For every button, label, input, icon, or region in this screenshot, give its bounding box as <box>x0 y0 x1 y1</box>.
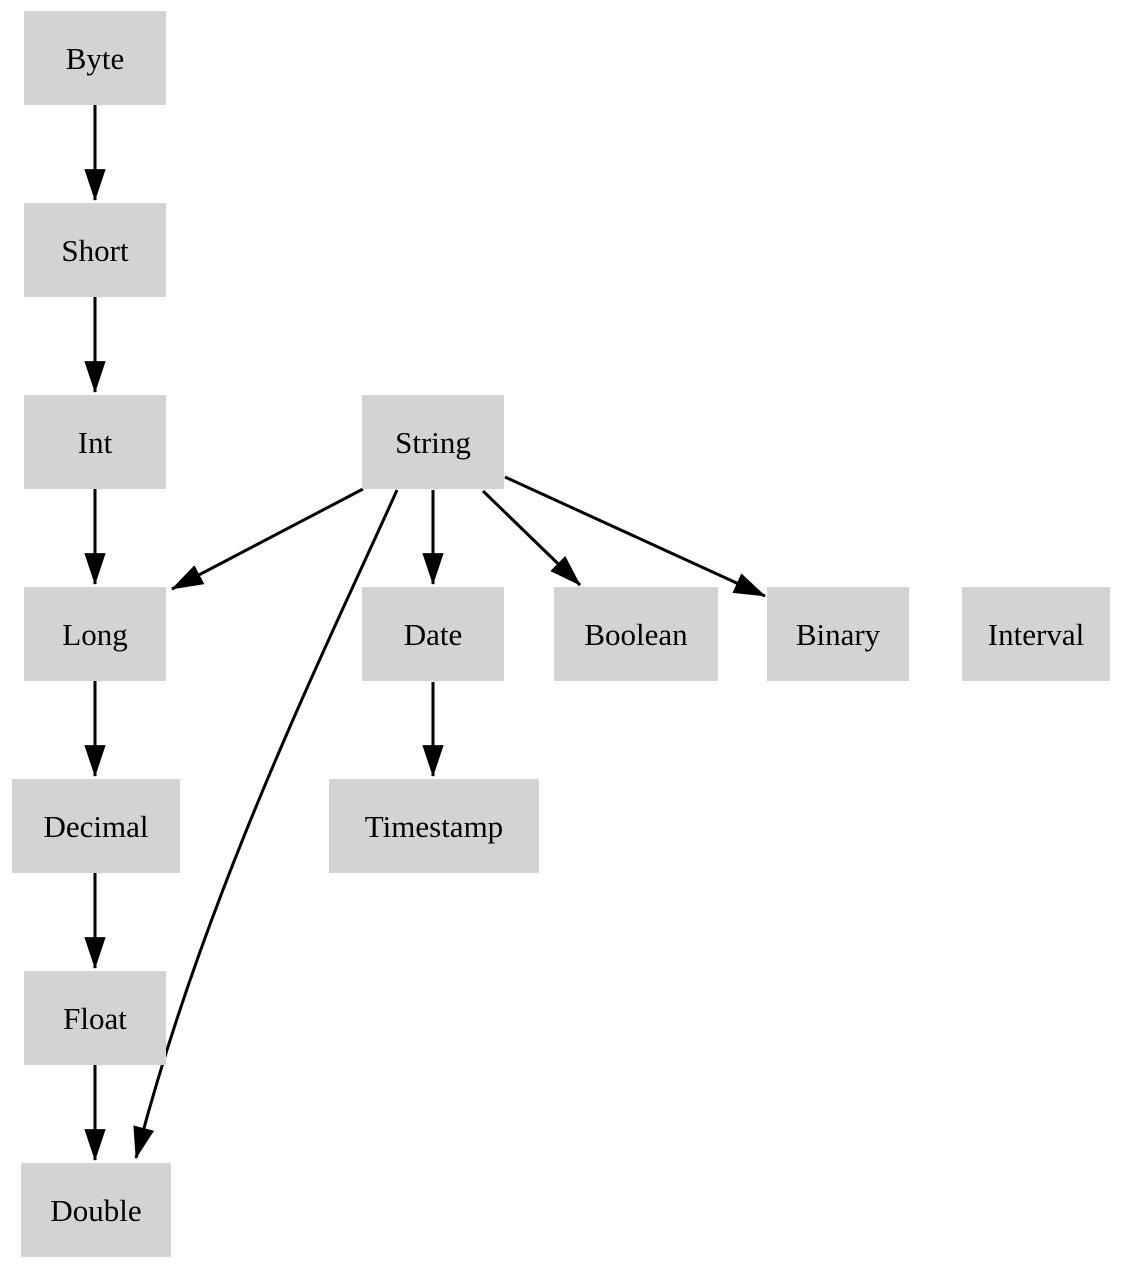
node-binary: Binary <box>767 587 909 681</box>
node-string: String <box>362 395 504 489</box>
node-float: Float <box>24 971 166 1065</box>
node-decimal: Decimal <box>12 779 180 873</box>
node-double: Double <box>21 1163 171 1257</box>
node-boolean-label: Boolean <box>584 616 688 652</box>
node-timestamp: Timestamp <box>329 779 539 873</box>
node-binary-label: Binary <box>795 616 881 652</box>
node-interval-label: Interval <box>987 616 1085 652</box>
node-timestamp-label: Timestamp <box>364 808 504 844</box>
node-short: Short <box>24 203 166 297</box>
node-byte-label: Byte <box>65 40 125 76</box>
edge-string-long <box>171 487 364 591</box>
edge-string-double <box>133 489 399 1160</box>
node-int: Int <box>24 395 166 489</box>
node-double-label: Double <box>50 1192 142 1228</box>
node-decimal-label: Decimal <box>43 808 149 844</box>
node-int-label: Int <box>77 424 113 460</box>
node-byte: Byte <box>24 11 166 105</box>
node-date-label: Date <box>403 616 463 652</box>
node-long-label: Long <box>62 616 128 652</box>
node-date: Date <box>362 587 504 681</box>
node-interval: Interval <box>962 587 1110 681</box>
node-float-label: Float <box>63 1000 127 1036</box>
edge-string-boolean <box>481 489 582 587</box>
node-string-label: String <box>395 424 471 460</box>
node-long: Long <box>24 587 166 681</box>
edge-string-binary <box>504 475 766 598</box>
node-boolean: Boolean <box>554 587 718 681</box>
node-short-label: Short <box>61 232 129 268</box>
